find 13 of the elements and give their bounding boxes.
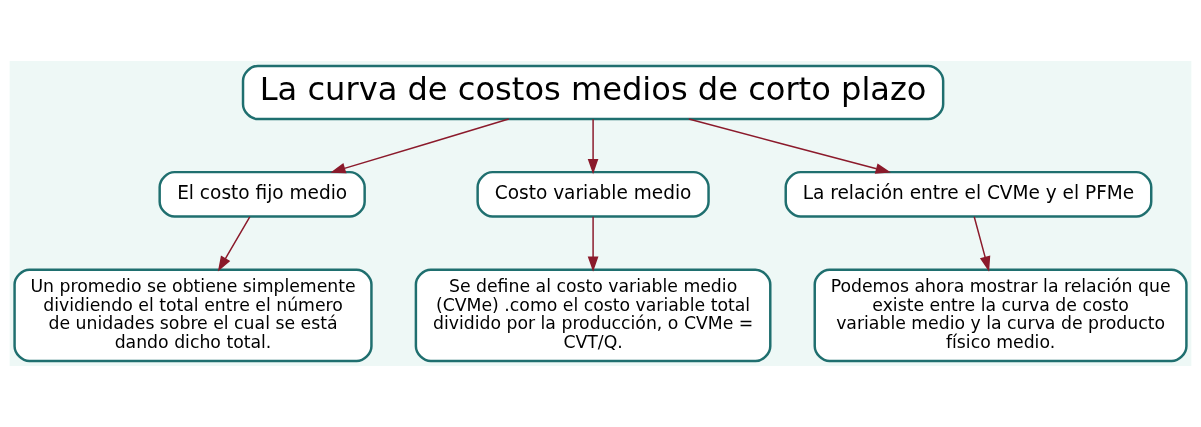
node-box: Podemos ahora mostrar la relación que existe entre la curva de costo variable medio y la curva de producto físico medio. (813, 268, 1188, 363)
node-box: Costo variable medio (476, 170, 710, 218)
node-box: La curva de costos medios de corto plazo (241, 64, 945, 121)
arrow (587, 216, 599, 272)
arrow (330, 118, 510, 174)
node-box: El costo fijo medio (158, 170, 366, 218)
node-box: La relación entre el CVMe y el PFMe (784, 170, 1153, 218)
node-box: Un promedio se obtiene simplemente dividiendo el total entre el número de unidades sobre el cual se está dando dicho total. (13, 268, 373, 363)
arrow (587, 118, 599, 175)
arrow (688, 118, 891, 174)
node-box: Se define al costo variable medio (CVMe) .como el costo variable total dividido por la producción, o CVMe = CVT/Q. (414, 268, 772, 363)
arrow (217, 216, 251, 272)
arrow (973, 216, 991, 272)
